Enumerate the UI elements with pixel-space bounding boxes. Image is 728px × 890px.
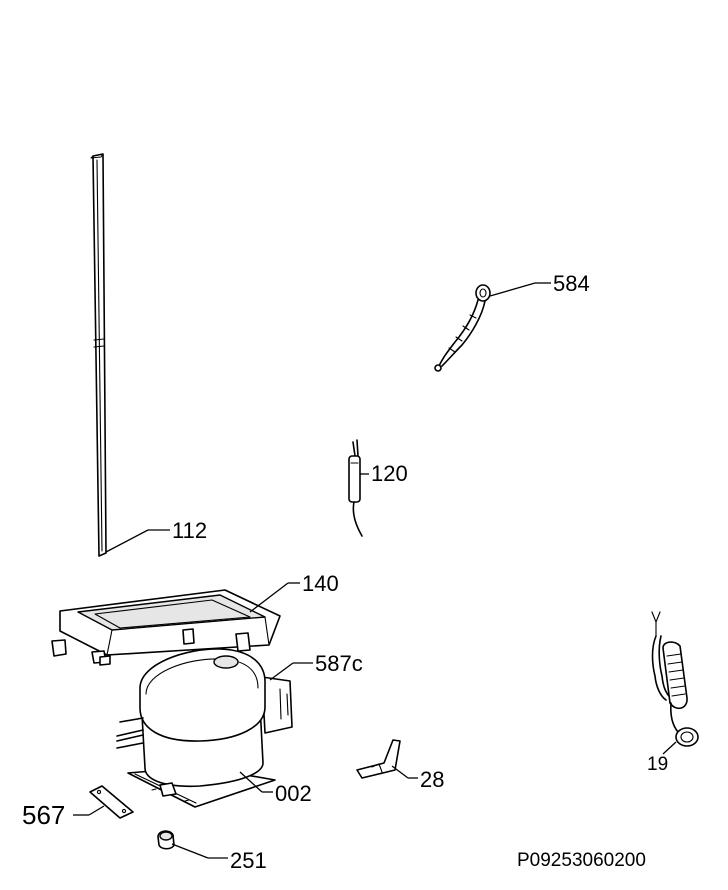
- part-251-grommet-icon: [157, 830, 228, 859]
- leader-584: [489, 282, 536, 297]
- part-120-sensor-probe-icon: [348, 439, 369, 537]
- leader-251: [171, 843, 209, 859]
- leader-140: [249, 582, 289, 613]
- part-112-tube-icon: [90, 153, 170, 557]
- label-112: 112: [172, 518, 207, 543]
- part-587c-relay-box-icon: [261, 662, 313, 734]
- part-002-compressor-icon: [116, 648, 276, 808]
- leader-112: [105, 529, 149, 553]
- label-140: 140: [302, 571, 339, 596]
- label-567: 567: [22, 800, 65, 830]
- leader-002: [239, 771, 263, 793]
- part-19-heater-coil-icon: [651, 611, 699, 755]
- leader-28: [391, 765, 409, 779]
- label-19: 19: [647, 754, 668, 775]
- reference-code: P09253060200: [517, 850, 646, 871]
- leader-587c: [269, 662, 294, 681]
- part-28-bracket-clip-icon: [356, 739, 418, 779]
- part-567-mounting-plate-icon: [73, 785, 134, 819]
- label-28: 28: [420, 767, 444, 792]
- leader-19: [662, 741, 677, 755]
- part-584-cable-harness-icon: [434, 282, 551, 372]
- part-140-compressor-tray-icon: [51, 582, 300, 666]
- label-587c: 587c: [315, 651, 363, 676]
- label-584: 584: [553, 271, 590, 296]
- label-120: 120: [371, 461, 408, 486]
- leader-567: [88, 805, 105, 816]
- label-251: 251: [230, 848, 267, 873]
- label-002: 002: [275, 781, 312, 806]
